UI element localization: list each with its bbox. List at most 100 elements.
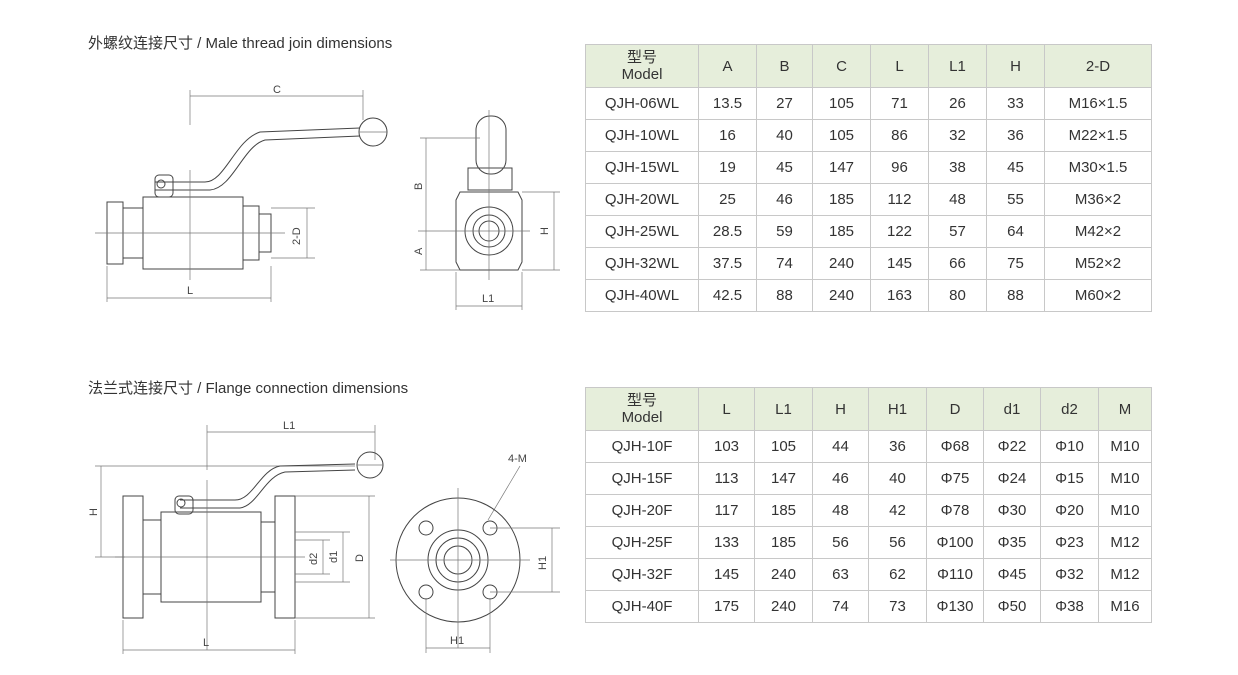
dim-label-h: H (88, 508, 100, 516)
table-cell: 163 (870, 279, 929, 312)
table-cell: M12 (1098, 526, 1152, 559)
dim-label-d: D (354, 554, 366, 562)
column-header: M (1098, 387, 1152, 431)
flange-side-view-drawing: L1 H d2 d1 D L (88, 420, 384, 654)
table-cell: 74 (812, 590, 869, 623)
table-cell: 75 (986, 247, 1045, 280)
table-cell: 33 (986, 87, 1045, 120)
table-cell: M52×2 (1044, 247, 1152, 280)
male-thread-dimensions-table: 型号 Model A B C L L1 H 2-D QJH-06WL 13.5 … (585, 44, 1152, 312)
table-cell: 63 (812, 558, 869, 591)
table-cell: 71 (870, 87, 929, 120)
dim-label-l: L (187, 285, 193, 297)
table-cell: 96 (870, 151, 929, 184)
table-cell: Φ35 (983, 526, 1041, 559)
male-thread-end-view-drawing: B A H L1 (413, 110, 560, 310)
table-row: QJH-10WL 16 40 105 86 32 36 M22×1.5 (585, 119, 1152, 152)
table-cell: 48 (928, 183, 987, 216)
table-cell: 80 (928, 279, 987, 312)
table-row: QJH-20F 117 185 48 42 Φ78 Φ30 Φ20 M10 (585, 494, 1152, 527)
table-cell: 105 (812, 119, 871, 152)
table-row: QJH-32F 145 240 63 62 Φ110 Φ45 Φ32 M12 (585, 558, 1152, 591)
table-cell: M60×2 (1044, 279, 1152, 312)
table-row: QJH-40F 175 240 74 73 Φ130 Φ50 Φ38 M16 (585, 590, 1152, 623)
table-header-row: 型号 Model A B C L L1 H 2-D (585, 44, 1152, 88)
dim-label-h: H (539, 227, 551, 235)
table-cell: Φ50 (983, 590, 1041, 623)
table-cell: 240 (754, 590, 813, 623)
table-cell: 147 (754, 462, 813, 495)
table-cell: 38 (928, 151, 987, 184)
table-cell: M30×1.5 (1044, 151, 1152, 184)
table-cell: 25 (698, 183, 757, 216)
table-cell: 45 (986, 151, 1045, 184)
table-cell: 122 (870, 215, 929, 248)
table-cell: Φ23 (1040, 526, 1099, 559)
table-cell: 74 (756, 247, 813, 280)
table-cell: Φ100 (926, 526, 984, 559)
column-header: L (870, 44, 929, 88)
table-cell: QJH-40WL (585, 279, 699, 312)
table-cell: Φ20 (1040, 494, 1099, 527)
dim-label-h1-bottom: H1 (450, 635, 464, 647)
table-cell: Φ38 (1040, 590, 1099, 623)
table-cell: 37.5 (698, 247, 757, 280)
table-cell: 88 (756, 279, 813, 312)
dim-label-4m: 4-M (508, 453, 527, 465)
table-cell: QJH-32F (585, 558, 699, 591)
dim-label-c: C (273, 84, 281, 96)
table-cell: Φ110 (926, 558, 984, 591)
table-cell: M10 (1098, 494, 1152, 527)
column-header-model: 型号 Model (585, 387, 699, 431)
table-cell: 44 (812, 430, 869, 463)
table-cell: 16 (698, 119, 757, 152)
dim-label-l1: L1 (283, 420, 295, 432)
table-cell: 36 (986, 119, 1045, 152)
table-cell: M36×2 (1044, 183, 1152, 216)
flange-dimensions-table: 型号 Model L L1 H H1 D d1 d2 M QJH-10F 103… (585, 387, 1152, 623)
column-header: d2 (1040, 387, 1099, 431)
table-cell: 240 (812, 279, 871, 312)
table-cell: 105 (754, 430, 813, 463)
table-cell: 13.5 (698, 87, 757, 120)
table-cell: QJH-10WL (585, 119, 699, 152)
table-cell: 42.5 (698, 279, 757, 312)
table-cell: 88 (986, 279, 1045, 312)
table-cell: M42×2 (1044, 215, 1152, 248)
dim-label-d1: d1 (328, 551, 340, 563)
column-header: L1 (754, 387, 813, 431)
table-cell: 27 (756, 87, 813, 120)
table-cell: Φ24 (983, 462, 1041, 495)
table-cell: 59 (756, 215, 813, 248)
table-cell: 45 (756, 151, 813, 184)
table-cell: QJH-20F (585, 494, 699, 527)
table-cell: 57 (928, 215, 987, 248)
column-header-model: 型号 Model (585, 44, 699, 88)
table-cell: QJH-15F (585, 462, 699, 495)
column-header: 2-D (1044, 44, 1152, 88)
table-cell: 112 (870, 183, 929, 216)
table-cell: 56 (868, 526, 927, 559)
column-header: L (698, 387, 755, 431)
table-cell: QJH-15WL (585, 151, 699, 184)
table-cell: 185 (754, 526, 813, 559)
table-cell: 185 (812, 183, 871, 216)
table-cell: Φ130 (926, 590, 984, 623)
table-cell: 46 (812, 462, 869, 495)
table-cell: 42 (868, 494, 927, 527)
table-cell: Φ45 (983, 558, 1041, 591)
table-cell: 145 (698, 558, 755, 591)
table-row: QJH-06WL 13.5 27 105 71 26 33 M16×1.5 (585, 87, 1152, 120)
table-cell: M10 (1098, 430, 1152, 463)
column-header: A (698, 44, 757, 88)
table-cell: 40 (868, 462, 927, 495)
dim-label-b: B (413, 183, 425, 190)
flange-section-title: 法兰式连接尺寸 / Flange connection dimensions (88, 380, 409, 397)
table-cell: 240 (754, 558, 813, 591)
table-cell: 56 (812, 526, 869, 559)
table-cell: 46 (756, 183, 813, 216)
male-thread-side-view-drawing: C 2-D L (95, 84, 388, 302)
table-header-row: 型号 Model L L1 H H1 D d1 d2 M (585, 387, 1152, 431)
table-cell: Φ10 (1040, 430, 1099, 463)
table-cell: 62 (868, 558, 927, 591)
